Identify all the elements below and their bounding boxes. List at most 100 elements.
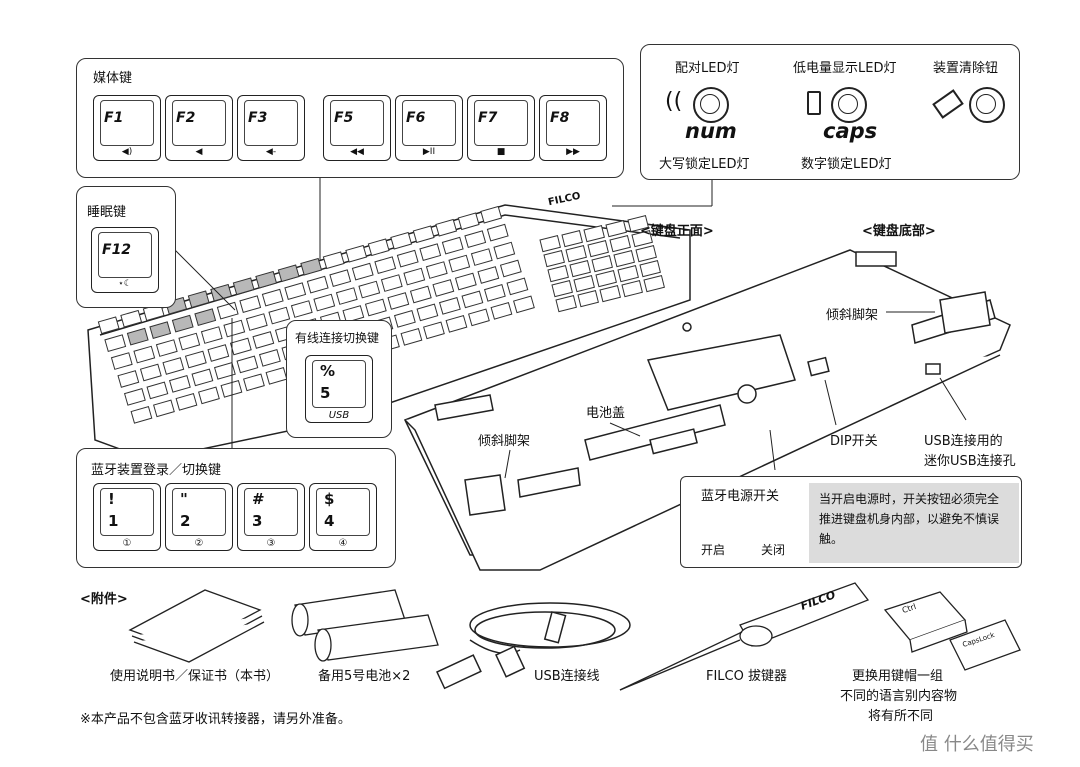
key-f8: F8▶▶ bbox=[539, 95, 607, 161]
keyboard-key bbox=[123, 388, 146, 406]
keyboard-key bbox=[345, 244, 368, 263]
keyboard-key bbox=[419, 243, 442, 262]
keyboard-key bbox=[595, 270, 617, 288]
keyboard-key bbox=[153, 399, 175, 418]
bottom-view-label: <键盘底部> bbox=[862, 224, 936, 239]
keyboard-key bbox=[621, 280, 643, 298]
keyboard-key bbox=[284, 282, 307, 301]
keyboard-key bbox=[486, 223, 509, 242]
keyboard-key bbox=[313, 293, 336, 312]
footnote: ※本产品不包含蓝牙收讯转接器，请另外准备。 bbox=[80, 712, 351, 727]
keyboard-key bbox=[639, 260, 661, 278]
keyboard-key bbox=[175, 392, 198, 411]
volume-up-icon: ◀- bbox=[265, 147, 277, 157]
keyboard-key bbox=[577, 290, 599, 308]
accessory-keycap-puller: FILCO 拔键器 bbox=[706, 669, 787, 684]
keyboard-key bbox=[187, 290, 210, 309]
keyboard-key bbox=[184, 350, 207, 369]
sleep-key-panel: 睡眠键 F12⋆☾ bbox=[76, 186, 176, 308]
wired-key-panel: 有线连接切换键 % 5 USB bbox=[286, 320, 392, 438]
keyboard-key bbox=[569, 260, 591, 278]
keyboard-key bbox=[342, 305, 365, 323]
keyboard-key bbox=[513, 295, 535, 314]
keyboard-key bbox=[252, 331, 275, 349]
accessory-keycaps-line2: 不同的语言别内容物 bbox=[840, 689, 958, 704]
keyboard-key bbox=[423, 321, 445, 340]
keyboard-key bbox=[631, 230, 653, 248]
caps-lock-word: caps bbox=[823, 119, 878, 143]
stop-icon: ■ bbox=[496, 147, 506, 157]
keyboard-key bbox=[454, 272, 477, 291]
keyboard-key bbox=[255, 270, 278, 289]
switch-off-label: 关闭 bbox=[761, 543, 786, 557]
callout-lines bbox=[174, 168, 967, 479]
low-battery-led bbox=[831, 87, 867, 123]
keyboard-key bbox=[448, 254, 471, 273]
keyboard-key bbox=[627, 215, 649, 233]
caps-lock-led-label: 大写锁定LED灯 bbox=[659, 157, 750, 172]
spare-keycaps-illustration bbox=[883, 591, 1021, 671]
keyboard-key bbox=[290, 300, 313, 318]
keyboard-key bbox=[110, 352, 133, 370]
bt-power-switch-panel: 蓝牙电源开关 开启 关闭 当开启电源时，开关按钮必须完全推进键盘机身内部，以避免… bbox=[680, 476, 1022, 568]
keyboard-key bbox=[213, 362, 236, 380]
keyboard-key bbox=[561, 230, 583, 248]
keyboard-key bbox=[351, 262, 374, 281]
keyboard-key bbox=[146, 381, 169, 400]
keycap-puller-illustration bbox=[619, 582, 870, 691]
keyboard-key bbox=[461, 290, 484, 309]
keyboard-key bbox=[416, 303, 439, 322]
keyboard-key bbox=[277, 264, 300, 283]
keyboard-key bbox=[583, 225, 605, 243]
keyboard-key bbox=[168, 375, 191, 393]
pair-led-label: 配对LED灯 bbox=[675, 61, 740, 76]
key-f2: F2◀ bbox=[165, 95, 233, 161]
keyboard-key bbox=[329, 269, 352, 288]
usb-port-label-line1: USB连接用的 bbox=[924, 434, 1003, 449]
bt-power-switch-title: 蓝牙电源开关 bbox=[701, 489, 780, 504]
key-f5: F5◀◀ bbox=[323, 95, 391, 161]
keyboard-key bbox=[547, 265, 569, 283]
keyboard-key bbox=[551, 280, 573, 298]
keyboard-key bbox=[162, 357, 185, 375]
battery-illustration bbox=[291, 589, 439, 662]
keyboard-key bbox=[245, 313, 268, 331]
keyboard-key bbox=[409, 285, 432, 304]
keyboard-key bbox=[335, 287, 358, 305]
keyboard-key bbox=[609, 235, 631, 253]
keyboard-key bbox=[464, 230, 487, 249]
keyboard-key bbox=[483, 284, 506, 302]
keyboard-key bbox=[97, 316, 120, 335]
keyboard-key bbox=[207, 344, 230, 362]
wired-key-title: 有线连接切换键 bbox=[295, 331, 380, 345]
keyboard-key bbox=[130, 405, 153, 424]
keyboard-key bbox=[573, 275, 595, 293]
keyboard-key bbox=[617, 265, 639, 283]
accessory-keycaps-line3: 将有所不同 bbox=[868, 709, 934, 724]
keyboard-key bbox=[605, 220, 627, 238]
dip-switch-label: DIP开关 bbox=[830, 434, 878, 449]
keyboard-key bbox=[216, 301, 239, 320]
keyboard-key bbox=[322, 251, 345, 270]
keyboard-key bbox=[499, 259, 522, 278]
keyboard-key bbox=[425, 261, 448, 279]
keyboard-key bbox=[506, 277, 529, 296]
keyboard-key bbox=[393, 310, 416, 328]
reset-button bbox=[969, 87, 1005, 123]
keyboard-key bbox=[441, 236, 464, 255]
eraser-icon bbox=[932, 89, 964, 119]
battery-window bbox=[646, 334, 796, 411]
fast-forward-icon: ▶▶ bbox=[566, 147, 580, 157]
keyboard-key bbox=[438, 297, 461, 315]
keyboard-key bbox=[232, 277, 255, 296]
keyboard-key bbox=[587, 240, 609, 258]
keyboard-key bbox=[243, 373, 265, 392]
keyboard-key bbox=[155, 339, 178, 357]
bluetooth-keys-title: 蓝牙装置登录／切换键 bbox=[91, 463, 222, 478]
sleep-key-title: 睡眠键 bbox=[87, 205, 127, 220]
keyboard-key bbox=[220, 379, 243, 398]
